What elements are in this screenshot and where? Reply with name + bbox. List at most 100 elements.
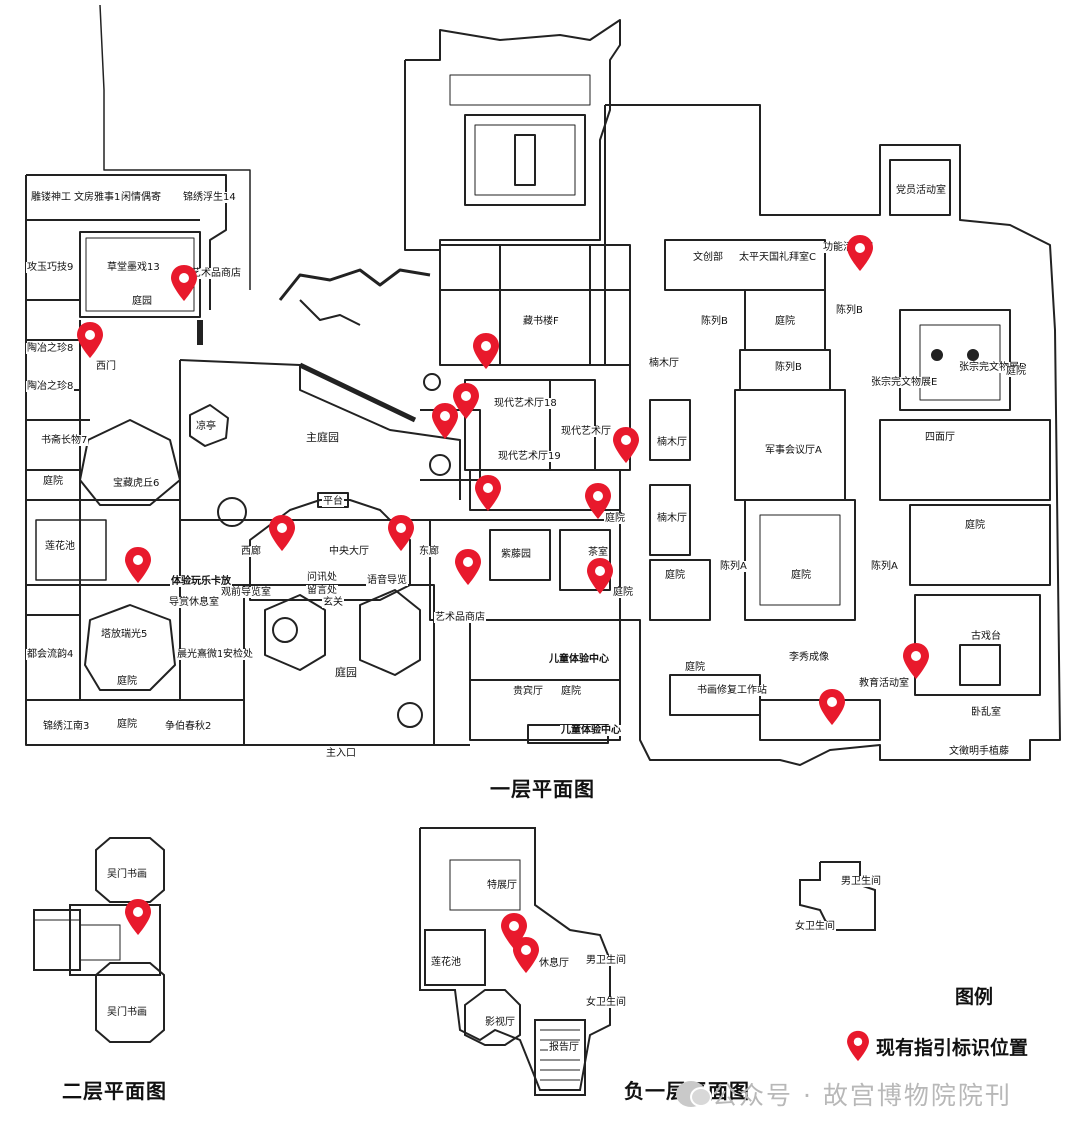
location-marker: [171, 265, 197, 301]
room-label: 庭院: [604, 513, 626, 524]
room-label: 特展厅: [486, 880, 518, 891]
room-label: 艺术品商店: [190, 268, 242, 279]
room-label: 凉亭: [195, 421, 217, 432]
room-label: 导赏休息室: [168, 597, 220, 608]
room-label: 军事会议厅A: [764, 445, 823, 456]
room-label: 文房雅事11: [73, 192, 128, 203]
room-label: 中央大厅: [328, 546, 370, 557]
location-marker: [269, 515, 295, 551]
room-label: 晨光熹微1: [176, 649, 225, 660]
room-label: 塔放瑞光5: [100, 629, 149, 640]
room-label: 都会流韵4: [26, 649, 75, 660]
room-label: 张宗完文物展E: [870, 377, 939, 388]
room-label: 雕镂神工: [30, 192, 72, 203]
room-label: 观前导览室: [220, 587, 272, 598]
room-label: 太平天国礼拜室C: [738, 252, 817, 263]
room-label: 楠木厅: [648, 358, 680, 369]
room-label: 男卫生间: [840, 876, 882, 887]
room-label: 书斋长物7: [40, 435, 89, 446]
room-label: 古戏台: [970, 631, 1002, 642]
location-marker: [77, 322, 103, 358]
room-label: 西门: [95, 361, 117, 372]
room-label: 主庭园: [305, 431, 340, 444]
room-label: 女卫生间: [794, 921, 836, 932]
room-label: 四面厅: [924, 432, 956, 443]
room-label: 庭院: [790, 570, 812, 581]
room-label: 紫藤园: [500, 549, 532, 560]
location-marker: [432, 403, 458, 439]
room-label: 莲花池: [44, 541, 76, 552]
room-label: 问讯处: [306, 572, 338, 583]
room-label: 男卫生间: [585, 955, 627, 966]
location-marker: [847, 235, 873, 271]
room-label: 现代艺术厅: [560, 426, 612, 437]
room-label: 庭院: [612, 587, 634, 598]
room-label: 陈列B: [835, 305, 864, 316]
location-marker: [613, 427, 639, 463]
room-label: 陈列B: [774, 362, 803, 373]
room-label: 文创部: [692, 252, 724, 263]
room-label: 庭院: [42, 476, 64, 487]
room-label: 平台: [322, 496, 344, 507]
room-label: 报告厅: [548, 1042, 580, 1053]
room-label: 体验玩乐卡放: [170, 576, 232, 587]
room-label: 女卫生间: [585, 997, 627, 1008]
wechat-icon: [676, 1081, 712, 1107]
location-marker: [125, 547, 151, 583]
room-label: 锦绣江南3: [42, 721, 91, 732]
room-label: 陈列A: [719, 561, 748, 572]
room-label: 庭院: [774, 316, 796, 327]
room-label: 吴门书画: [106, 869, 148, 880]
room-label: 西廊: [240, 546, 262, 557]
room-label: 攻玉巧技9: [26, 262, 75, 273]
room-label: 书画修复工作站: [696, 685, 768, 696]
location-marker: [125, 899, 151, 935]
room-label: 党员活动室: [895, 185, 947, 196]
marker-icon: [847, 1030, 869, 1062]
room-label: 庭院: [1005, 366, 1027, 377]
room-label: 闲情偶寄: [120, 192, 162, 203]
floor2-caption: 二层平面图: [62, 1079, 167, 1103]
room-label: 儿童体验中心: [560, 725, 622, 736]
room-label: 文徵明手植藤: [948, 746, 1010, 757]
room-label: 宝藏虎丘6: [112, 478, 161, 489]
room-label: 留言处: [306, 585, 338, 596]
room-label: 庭院: [116, 676, 138, 687]
location-marker: [587, 558, 613, 594]
room-label: 现代艺术厅18: [493, 398, 558, 409]
room-label: 庭园: [334, 666, 358, 679]
legend-item: 现有指引标识位置: [846, 1030, 1028, 1062]
room-label: 草堂墨戏13: [106, 262, 161, 273]
room-label: 李秀成像: [788, 652, 830, 663]
room-label: 贵宾厅: [512, 686, 544, 697]
room-label: 陈列A: [870, 561, 899, 572]
room-label: 东廊: [418, 546, 440, 557]
room-label: 庭园: [131, 296, 153, 307]
legend-title: 图例: [955, 986, 994, 1008]
room-label: 卧乱室: [970, 707, 1002, 718]
room-label: 庭院: [964, 520, 986, 531]
room-label: 艺术品商店: [434, 612, 486, 623]
room-label: 儿童体验中心: [548, 654, 610, 665]
room-label: 教育活动室: [858, 678, 910, 689]
location-marker: [473, 333, 499, 369]
room-label: 安检处: [222, 649, 254, 660]
room-label: 莲花池: [430, 957, 462, 968]
room-label: 楠木厅: [656, 513, 688, 524]
room-label: 吴门书画: [106, 1007, 148, 1018]
room-label: 影视厅: [484, 1017, 516, 1028]
room-label: 庭院: [664, 570, 686, 581]
room-label: 楠木厅: [656, 437, 688, 448]
room-label: 茶室: [587, 547, 609, 558]
room-label: 庭院: [560, 686, 582, 697]
room-label: 语音导览: [366, 575, 408, 586]
room-label: 锦绣浮生14: [182, 192, 237, 203]
room-label: 陶冶之珍8: [26, 381, 75, 392]
room-label: 陶冶之珍8: [26, 343, 75, 354]
location-marker: [475, 475, 501, 511]
room-label: 休息厅: [538, 958, 570, 969]
location-marker: [513, 937, 539, 973]
room-label: 张宗完文物展D: [958, 362, 1028, 373]
watermark-text: 公众号 · 故宫博物院院刊: [712, 1081, 1012, 1110]
location-marker: [819, 689, 845, 725]
